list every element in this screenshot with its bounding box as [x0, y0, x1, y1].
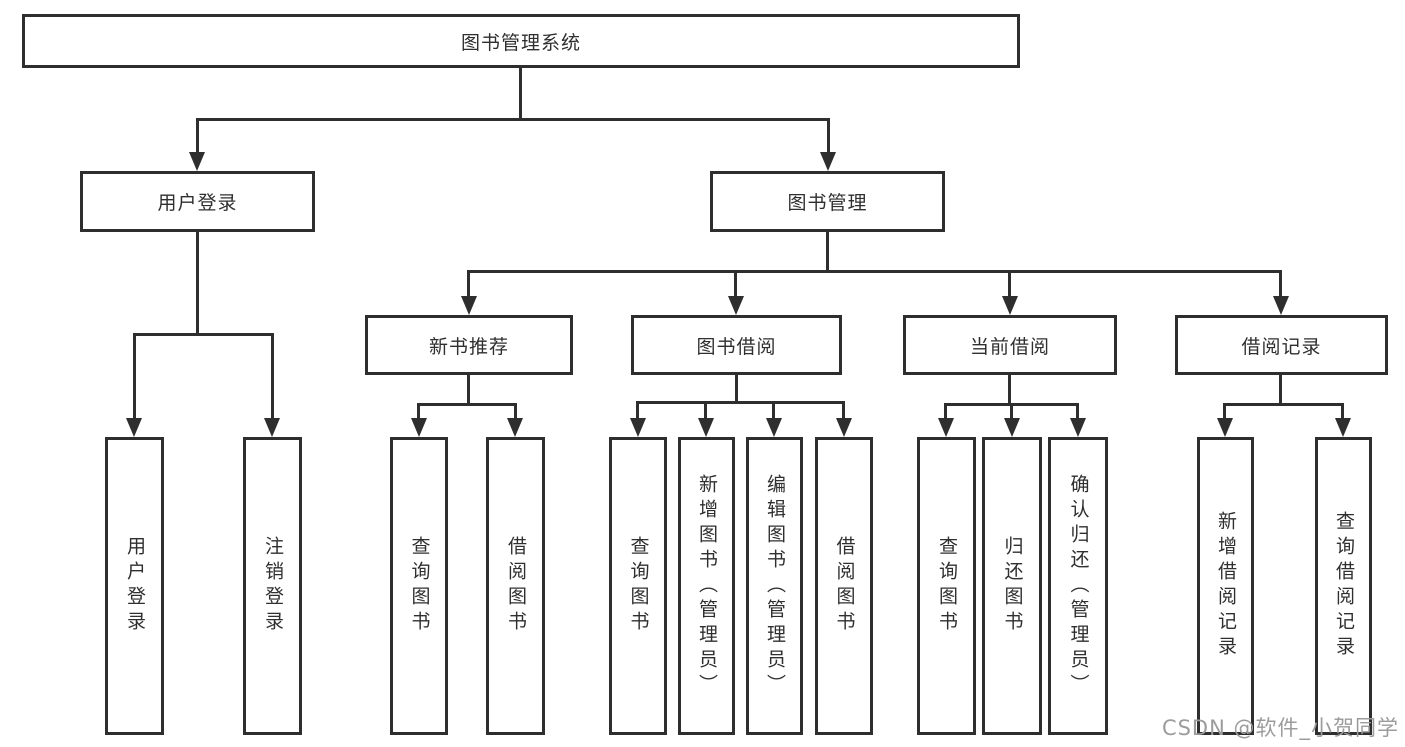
connector-v [734, 270, 737, 297]
connector-v [514, 403, 517, 419]
connector-v [196, 118, 199, 155]
leaf-borrow-add-book-admin: 新增图书（管理员） [678, 437, 735, 735]
arrow-down-icon [938, 418, 954, 437]
leaf-records-add-record: 新增借阅记录 [1197, 437, 1254, 735]
connector-v [1008, 375, 1011, 405]
connector-v [636, 401, 639, 418]
connector-v [467, 270, 470, 297]
leaf-records-query-record: 查询借阅记录 [1315, 437, 1372, 735]
leaf-logout: 注销登录 [243, 437, 302, 735]
leaf-current-confirm-return-admin: 确认归还（管理员） [1048, 437, 1108, 735]
leaf-current-return-books: 归还图书 [982, 437, 1042, 735]
connector-v [196, 232, 199, 335]
node-current-borrow: 当前借阅 [903, 315, 1117, 375]
arrow-down-icon [461, 296, 477, 315]
connector-v [735, 375, 738, 403]
connector-h [467, 270, 1282, 273]
arrow-down-icon [1070, 418, 1086, 437]
leaf-newbook-borrow-books: 借阅图书 [486, 437, 545, 735]
arrow-down-icon [820, 152, 836, 171]
node-root: 图书管理系统 [22, 14, 1020, 68]
connector-v [133, 333, 136, 419]
connector-v [827, 118, 830, 155]
leaf-current-query-books: 查询图书 [917, 437, 976, 735]
connector-v [1341, 403, 1344, 419]
leaf-borrow-query-books: 查询图书 [609, 437, 667, 735]
connector-v [1008, 270, 1011, 297]
leaf-borrow-edit-book-admin: 编辑图书（管理员） [746, 437, 803, 735]
arrow-down-icon [126, 418, 142, 437]
arrow-down-icon [766, 418, 782, 437]
connector-v [842, 401, 845, 418]
node-new-book-recommend: 新书推荐 [365, 315, 573, 375]
connector-v [467, 375, 470, 405]
connector-v [772, 401, 775, 418]
connector-h [636, 401, 845, 404]
arrow-down-icon [1273, 296, 1289, 315]
connector-h [417, 403, 517, 406]
connector-v [1279, 375, 1282, 405]
connector-v [417, 403, 420, 419]
arrow-down-icon [728, 296, 744, 315]
node-book-borrow: 图书借阅 [631, 315, 842, 375]
connector-h [133, 333, 274, 336]
arrow-down-icon [1004, 418, 1020, 437]
connector-v [826, 232, 829, 272]
connector-v [1076, 403, 1079, 419]
connector-v [1223, 403, 1226, 419]
connector-v [1010, 403, 1013, 419]
arrow-down-icon [507, 418, 523, 437]
arrow-down-icon [630, 418, 646, 437]
arrow-down-icon [1335, 418, 1351, 437]
leaf-newbook-query-books: 查询图书 [390, 437, 448, 735]
node-book-management: 图书管理 [710, 171, 945, 232]
leaf-borrow-borrow-books: 借阅图书 [815, 437, 873, 735]
connector-v [519, 68, 522, 120]
arrow-down-icon [189, 152, 205, 171]
connector-v [944, 403, 947, 419]
arrow-down-icon [836, 418, 852, 437]
node-borrow-records: 借阅记录 [1175, 315, 1388, 375]
arrow-down-icon [264, 418, 280, 437]
connector-h [1223, 403, 1344, 406]
leaf-user-login: 用户登录 [105, 437, 164, 735]
arrow-down-icon [1217, 418, 1233, 437]
connector-h [196, 118, 830, 121]
watermark: CSDN @软件_小贺同学 [1161, 716, 1399, 740]
node-user-login: 用户登录 [80, 171, 315, 232]
connector-v [704, 401, 707, 418]
arrow-down-icon [698, 418, 714, 437]
arrow-down-icon [411, 418, 427, 437]
connector-v [1279, 270, 1282, 297]
connector-v [271, 333, 274, 419]
arrow-down-icon [1002, 296, 1018, 315]
